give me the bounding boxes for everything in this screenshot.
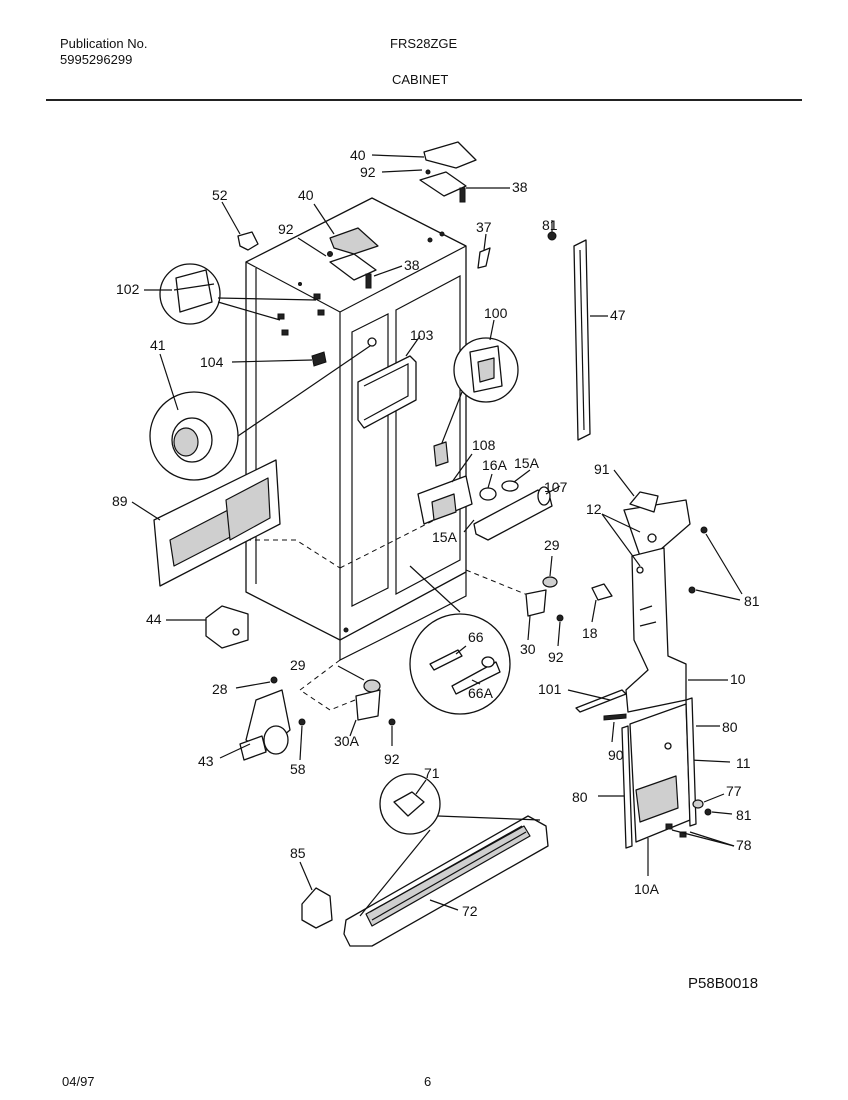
- detail-102: [144, 263, 317, 325]
- callout-92: 92: [360, 164, 376, 180]
- callout-89: 89: [112, 493, 128, 509]
- callout-77: 77: [726, 783, 742, 799]
- callout-71: 71: [424, 765, 440, 781]
- callout-103: 103: [410, 327, 434, 343]
- roller-43: [219, 676, 306, 761]
- section-title: CABINET: [392, 72, 449, 87]
- callout-11: 11: [736, 755, 751, 771]
- part-44: [166, 605, 249, 649]
- part-18: [591, 583, 613, 623]
- callout-29: 29: [290, 657, 306, 673]
- leveler-right: [525, 555, 564, 647]
- callout-107: 107: [544, 479, 568, 495]
- callout-100: 100: [484, 305, 508, 321]
- callout-15a: 15A: [514, 455, 540, 471]
- callout-81: 81: [736, 807, 752, 823]
- hinge-top: [327, 169, 467, 289]
- detail-41: [149, 345, 371, 481]
- callout-104: 104: [200, 354, 224, 370]
- screw-104: [231, 351, 327, 367]
- vent-panel-89: [131, 459, 281, 587]
- cabinet-shell: [245, 197, 541, 711]
- callout-12: 12: [586, 501, 602, 517]
- callout-81: 81: [744, 593, 760, 609]
- callout-52: 52: [212, 187, 228, 203]
- callout-44: 44: [146, 611, 162, 627]
- callout-81: 81: [542, 217, 558, 233]
- callout-108: 108: [472, 437, 496, 453]
- detail-100: [433, 319, 519, 467]
- callout-15a: 15A: [432, 529, 458, 545]
- fasteners-bottom-right: [665, 793, 735, 847]
- kick-plate-11: [598, 697, 731, 876]
- publication-number: 5995296299: [60, 52, 133, 67]
- callout-18: 18: [582, 625, 598, 641]
- callout-38: 38: [512, 179, 528, 195]
- screw-81-top: [547, 220, 557, 241]
- callout-10: 10: [730, 671, 746, 687]
- part-52-clip: [221, 201, 259, 251]
- grille-72: [343, 773, 549, 947]
- callout-91: 91: [594, 461, 610, 477]
- callout-29: 29: [544, 537, 560, 553]
- callout-30: 30: [520, 641, 536, 657]
- part-85: [299, 861, 333, 929]
- callout-92: 92: [384, 751, 400, 767]
- part-37: [477, 233, 491, 269]
- callout-80: 80: [722, 719, 738, 735]
- callout-90: 90: [608, 747, 624, 763]
- front-bracket-10: [601, 469, 743, 713]
- callout-80: 80: [572, 789, 588, 805]
- callout-101: 101: [538, 681, 562, 697]
- drawing-id: P58B0018: [688, 975, 759, 992]
- screws-top: [277, 293, 325, 336]
- callout-30a: 30A: [334, 733, 360, 749]
- callout-40: 40: [350, 147, 366, 163]
- callout-58: 58: [290, 761, 306, 777]
- callout-labels: 40 92 38 52 40 92 38 37 81 102 47 100 10…: [112, 147, 760, 919]
- hinge-cover-top: [329, 141, 477, 255]
- detail-66: [409, 565, 511, 715]
- callout-43: 43: [198, 753, 214, 769]
- callout-38: 38: [404, 257, 420, 273]
- callout-47: 47: [610, 307, 626, 323]
- part-103: [357, 335, 421, 429]
- callout-41: 41: [150, 337, 166, 353]
- callout-37: 37: [476, 219, 492, 235]
- callout-28: 28: [212, 681, 228, 697]
- part-101: [567, 689, 627, 743]
- rail-47: [573, 239, 608, 441]
- callout-72: 72: [462, 903, 478, 919]
- callout-92: 92: [548, 649, 564, 665]
- callout-102: 102: [116, 281, 140, 297]
- callout-92: 92: [278, 221, 294, 237]
- footer-date: 04/97: [62, 1074, 95, 1089]
- light-assembly: [417, 453, 561, 541]
- callout-78: 78: [736, 837, 752, 853]
- callout-40: 40: [298, 187, 314, 203]
- callout-66: 66: [468, 629, 484, 645]
- footer-page-number: 6: [424, 1074, 432, 1089]
- publication-label: Publication No.: [60, 36, 148, 51]
- model-number: FRS28ZGE: [390, 36, 458, 51]
- callout-85: 85: [290, 845, 306, 861]
- header-divider: [46, 99, 802, 101]
- callout-66a: 66A: [468, 685, 494, 701]
- leveler-left: [337, 665, 396, 746]
- callout-10a: 10A: [634, 881, 660, 897]
- callout-16a: 16A: [482, 457, 508, 473]
